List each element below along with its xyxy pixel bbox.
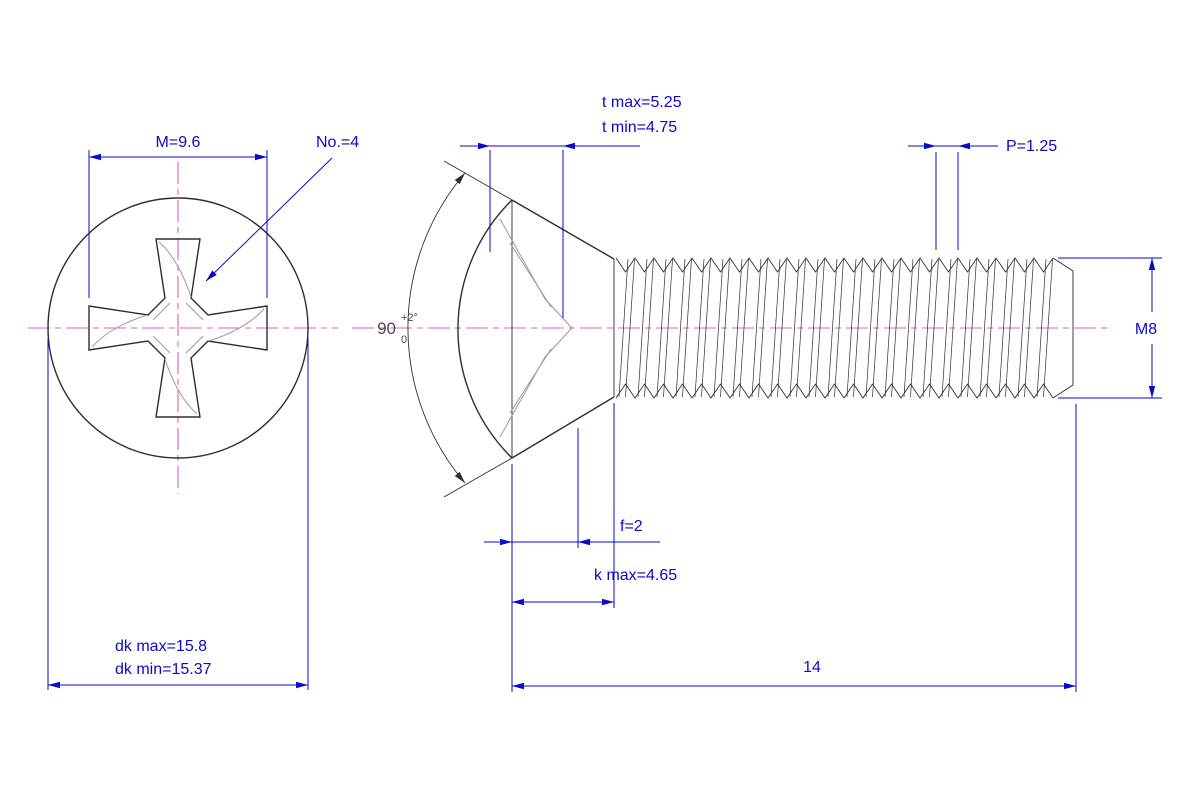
- phillips-recess-detail: [91, 241, 265, 415]
- dim-t: t max=5.25 t min=4.75: [460, 94, 682, 318]
- angle-ext-bottom: [443, 457, 513, 498]
- recess-number-label: No.=4: [316, 134, 359, 151]
- recess-wall-line-upper-2: [509, 242, 552, 308]
- dim-k: k max=4.65: [512, 403, 677, 608]
- angle-value-label: 90: [377, 319, 396, 338]
- recess-wing-curve-right: [208, 308, 265, 342]
- thread-size-label: M8: [1135, 321, 1157, 338]
- recess-section-lines: [499, 218, 573, 438]
- thread-crest-top: [615, 257, 1054, 273]
- head-outline-circle: [47, 197, 309, 459]
- dk-max-label: dk max=15.8: [115, 638, 207, 655]
- head-crown-arc: [457, 199, 513, 459]
- recess-corner-line-tr: [185, 302, 204, 321]
- t-max-label: t max=5.25: [602, 94, 682, 111]
- side-view: [352, 199, 1112, 459]
- recess-wall-line-lower-2: [509, 348, 552, 414]
- thread: [615, 257, 1074, 399]
- dim-length: 14: [511, 404, 1077, 692]
- dim-m8: M8: [1058, 257, 1162, 399]
- recess-corner-line-br: [185, 335, 204, 354]
- t-min-label: t min=4.75: [602, 119, 677, 136]
- angle-tolerance-upper: +2°: [401, 312, 418, 324]
- angle-tolerance-lower: 0: [401, 334, 407, 346]
- dim-no-leader: [205, 157, 333, 282]
- thread-end-chamfer: [1052, 257, 1074, 399]
- angle-ext-top: [443, 160, 513, 201]
- length-label: 14: [803, 659, 821, 676]
- front-view: [28, 162, 338, 494]
- k-max-label: k max=4.65: [594, 567, 677, 584]
- thread-flank-lines: [618, 258, 1053, 398]
- recess-wing-curve-bottom: [164, 358, 198, 415]
- dim-angle: 90 +2° 0: [377, 160, 513, 498]
- recess-point-chevron: [544, 298, 573, 358]
- dk-min-label: dk min=15.37: [115, 661, 212, 678]
- pitch-label: P=1.25: [1006, 138, 1057, 155]
- recess-wing-curve-top: [158, 241, 192, 298]
- dim-no: No.=4: [205, 134, 359, 282]
- recess-corner-line-bl: [152, 335, 171, 354]
- dim-f: f=2: [484, 428, 660, 548]
- f-dimension-label: f=2: [620, 518, 643, 535]
- dim-dk: dk max=15.8 dk min=15.37: [47, 338, 309, 690]
- dimensions: M=9.6 No.=4 dk max=15.8 dk min=15.37 t m…: [47, 94, 1162, 692]
- m-dimension-label: M=9.6: [156, 134, 201, 151]
- head-cone-bottom: [511, 396, 615, 459]
- dim-m: M=9.6: [88, 134, 268, 298]
- recess-corner-line-tl: [152, 302, 171, 321]
- angle-arc: [407, 172, 466, 484]
- phillips-recess-outline: [88, 238, 268, 418]
- dim-p: P=1.25: [908, 138, 1057, 250]
- recess-wing-curve-left: [91, 314, 148, 348]
